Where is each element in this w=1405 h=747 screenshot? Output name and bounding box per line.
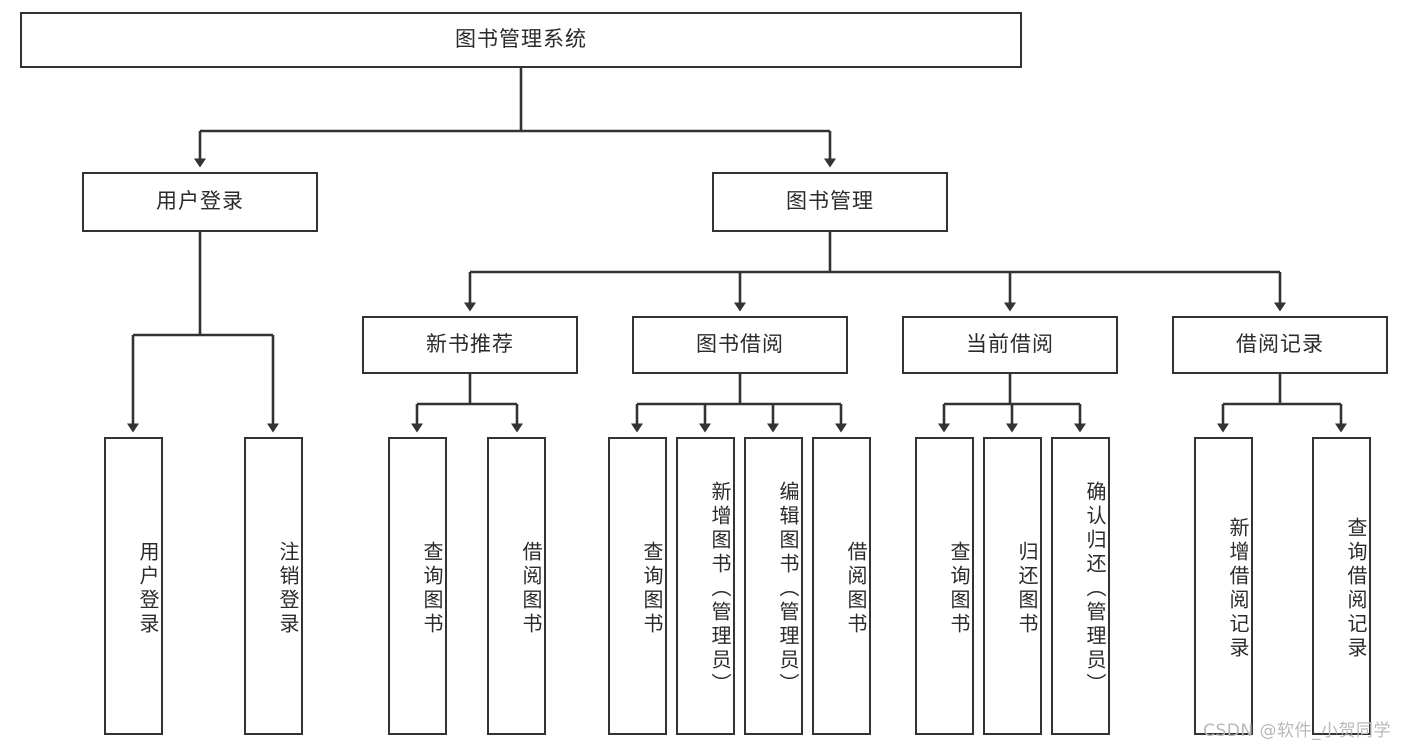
node-leaf-borrow-book-2[interactable]: 借阅图书 bbox=[812, 437, 871, 735]
csdn-watermark: CSDN @软件_小贺同学 bbox=[1203, 721, 1391, 741]
node-current-borrow[interactable]: 当前借阅 bbox=[902, 316, 1118, 374]
node-leaf-add-book[interactable]: 新增图书（管理员） bbox=[676, 437, 735, 735]
node-leaf-logout[interactable]: 注销登录 bbox=[244, 437, 303, 735]
node-leaf-label: 用户登录 bbox=[136, 541, 160, 637]
node-leaf-add-record[interactable]: 新增借阅记录 bbox=[1194, 437, 1253, 735]
node-book-manage-label: 图书管理 bbox=[786, 189, 874, 214]
node-leaf-query-book-3[interactable]: 查询图书 bbox=[915, 437, 974, 735]
node-leaf-label: 注销登录 bbox=[276, 541, 300, 637]
node-leaf-label: 查询图书 bbox=[947, 541, 971, 637]
node-leaf-label: 新增图书（管理员） bbox=[708, 481, 732, 697]
node-leaf-user-login[interactable]: 用户登录 bbox=[104, 437, 163, 735]
node-borrow-record-label: 借阅记录 bbox=[1236, 332, 1324, 357]
node-leaf-query-book-1[interactable]: 查询图书 bbox=[388, 437, 447, 735]
node-leaf-confirm-return[interactable]: 确认归还（管理员） bbox=[1051, 437, 1110, 735]
node-new-book-recommend-label: 新书推荐 bbox=[426, 332, 514, 357]
node-leaf-label: 编辑图书（管理员） bbox=[776, 481, 800, 697]
node-user-login[interactable]: 用户登录 bbox=[82, 172, 318, 232]
node-leaf-query-book-2[interactable]: 查询图书 bbox=[608, 437, 667, 735]
node-leaf-label: 借阅图书 bbox=[519, 541, 543, 637]
node-leaf-label: 借阅图书 bbox=[844, 541, 868, 637]
node-root-system[interactable]: 图书管理系统 bbox=[20, 12, 1022, 68]
node-book-borrow-label: 图书借阅 bbox=[696, 332, 784, 357]
node-leaf-label: 归还图书 bbox=[1015, 541, 1039, 637]
node-book-manage[interactable]: 图书管理 bbox=[712, 172, 948, 232]
node-leaf-query-record[interactable]: 查询借阅记录 bbox=[1312, 437, 1371, 735]
node-new-book-recommend[interactable]: 新书推荐 bbox=[362, 316, 578, 374]
node-leaf-label: 新增借阅记录 bbox=[1226, 517, 1250, 661]
node-leaf-label: 查询借阅记录 bbox=[1344, 517, 1368, 661]
node-leaf-borrow-book-1[interactable]: 借阅图书 bbox=[487, 437, 546, 735]
node-root-label: 图书管理系统 bbox=[455, 27, 587, 52]
node-leaf-label: 查询图书 bbox=[420, 541, 444, 637]
node-user-login-label: 用户登录 bbox=[156, 189, 244, 214]
node-leaf-label: 查询图书 bbox=[640, 541, 664, 637]
node-leaf-label: 确认归还（管理员） bbox=[1083, 481, 1107, 697]
node-leaf-edit-book[interactable]: 编辑图书（管理员） bbox=[744, 437, 803, 735]
node-borrow-record[interactable]: 借阅记录 bbox=[1172, 316, 1388, 374]
node-current-borrow-label: 当前借阅 bbox=[966, 332, 1054, 357]
node-book-borrow[interactable]: 图书借阅 bbox=[632, 316, 848, 374]
node-leaf-return-book[interactable]: 归还图书 bbox=[983, 437, 1042, 735]
